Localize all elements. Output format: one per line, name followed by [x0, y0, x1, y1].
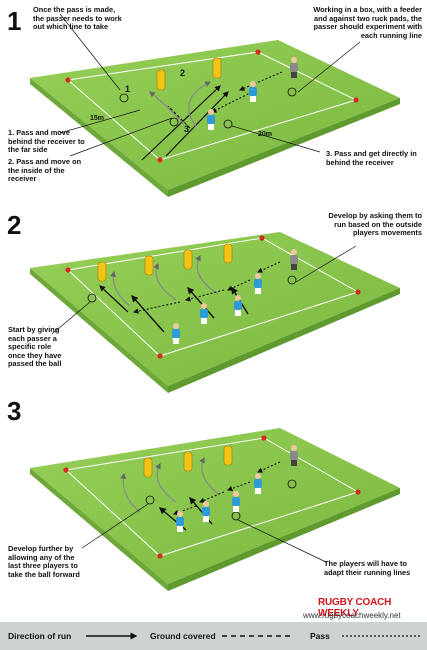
- panel-1-note-line-2: 2. Pass and move on the inside of the re…: [8, 157, 82, 184]
- player-blue: [207, 109, 215, 130]
- legend-direction-label: Direction of run: [8, 631, 72, 641]
- ruck-pad: [183, 249, 193, 270]
- cone: [157, 353, 163, 359]
- panel-1-note-top-left: Once the pass is made, the passer needs …: [33, 5, 122, 32]
- line-label: 1: [125, 84, 130, 94]
- panel-1-cones: [65, 49, 359, 163]
- cone: [353, 97, 359, 103]
- cone: [65, 267, 71, 273]
- ruck-pad: [212, 57, 222, 79]
- player-blue: [254, 473, 262, 494]
- panel-2-target-markers: [87, 275, 297, 303]
- line-label: 3: [184, 124, 189, 134]
- panel-1-target-markers: [119, 87, 297, 129]
- ruck-pad: [144, 255, 154, 276]
- panel-1-number: 1: [7, 6, 22, 36]
- panel-2-players: [172, 249, 298, 344]
- legend-ground-label: Ground covered: [150, 631, 216, 641]
- panel-2-callouts: [51, 245, 357, 335]
- cone: [63, 467, 69, 473]
- player-blue: [232, 491, 240, 512]
- player-blue: [202, 501, 210, 522]
- panel-1-note-line-3: 3. Pass and get directly in behind the r…: [326, 149, 417, 167]
- ruck-pad: [156, 69, 166, 91]
- panel-3-cones: [63, 435, 361, 559]
- panel-2-field: [30, 232, 400, 393]
- cone: [355, 289, 361, 295]
- width-label: 20m: [258, 131, 272, 138]
- cone: [255, 49, 261, 55]
- line-label: 2: [180, 68, 185, 78]
- ruck-pad: [143, 457, 153, 478]
- panel-1-ruck-pads: [156, 57, 222, 91]
- player-blue: [172, 323, 180, 344]
- panel-2-number: 2: [7, 210, 22, 240]
- panel-1-callouts: [59, 13, 361, 157]
- panel-3-note-right: The players will have to adapt their run…: [324, 559, 411, 577]
- ruck-pad: [183, 451, 193, 472]
- cone: [65, 77, 71, 83]
- legend-pass-label: Pass: [310, 631, 330, 641]
- panel-3-number: 3: [7, 396, 22, 426]
- panel-2-note-top-right: Develop by asking them to run based on t…: [328, 211, 422, 238]
- panel-3-callouts: [81, 503, 327, 563]
- panel-1-players: [207, 57, 298, 130]
- panel-2-cones: [65, 235, 361, 359]
- player-blue: [176, 511, 184, 532]
- panel-2-note-left: Start by giving each passer a specific r…: [8, 325, 62, 369]
- brand-logo: RUGBY COACH WEEKLY: [318, 597, 392, 619]
- panel-3-note-left: Develop further by allowing any of the l…: [8, 544, 80, 579]
- ruck-pad: [223, 243, 233, 264]
- cone: [259, 235, 265, 241]
- player-blue: [254, 273, 262, 294]
- panel-3-field: [30, 428, 400, 591]
- panel-1-note-line-1: 1. Pass and move behind the receiver to …: [8, 128, 85, 155]
- ruck-pad: [97, 261, 107, 282]
- brand-url[interactable]: www.rugbycoachweekly.net: [303, 611, 401, 620]
- player-feeder: [290, 57, 298, 78]
- depth-label: 15m: [90, 115, 104, 122]
- cone: [157, 157, 163, 163]
- player-blue: [249, 81, 257, 102]
- player-feeder: [290, 445, 298, 466]
- panel-1-field: [30, 40, 400, 197]
- ruck-pad: [223, 445, 233, 466]
- legend-line-samples: [86, 632, 420, 640]
- panel-2-ruck-pads: [97, 243, 233, 282]
- cone: [261, 435, 267, 441]
- drill-diagrams: 1 2 3 15m 20m: [30, 13, 400, 591]
- panel-1-running-lines: [141, 71, 283, 161]
- player-blue: [234, 295, 242, 316]
- cone: [355, 489, 361, 495]
- panel-3-players: [176, 445, 298, 532]
- cone: [157, 553, 163, 559]
- legend-bar: Direction of run Ground covered Pass: [0, 622, 427, 650]
- panel-3-ruck-pads: [143, 445, 233, 478]
- panel-1-note-top-right: Working in a box, with a feeder and agai…: [313, 5, 422, 40]
- player-feeder: [290, 249, 298, 270]
- player-blue: [200, 303, 208, 324]
